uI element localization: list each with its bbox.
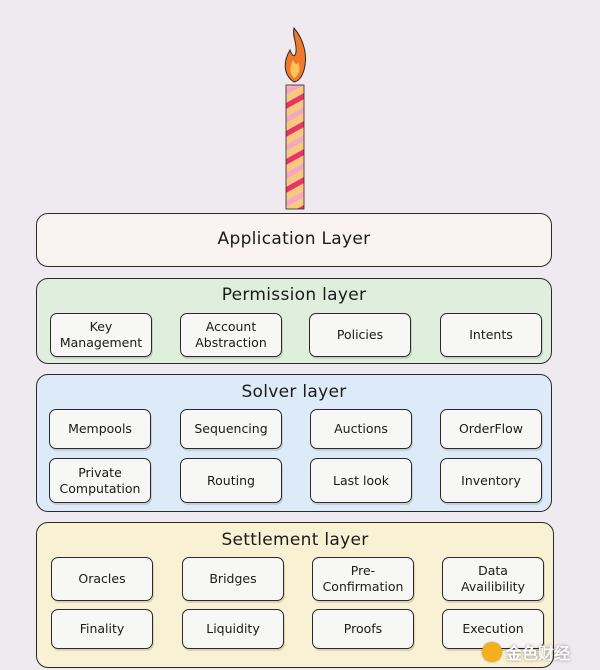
candle-stripe [286, 93, 304, 109]
candle-body [285, 84, 305, 210]
permission-layer: Permission layer Key Management Account … [36, 278, 552, 364]
candle-stripe [286, 163, 304, 179]
chip-account-abstraction: Account Abstraction [180, 313, 282, 357]
solver-layer-title: Solver layer [241, 382, 347, 402]
chip-pre-confirmation: Pre- Confirmation [312, 557, 414, 601]
chip-orderflow: OrderFlow [440, 409, 542, 449]
chip-mempools: Mempools [49, 409, 151, 449]
chip-intents: Intents [440, 313, 542, 357]
chip-key-management: Key Management [50, 313, 152, 357]
chip-oracles: Oracles [51, 557, 153, 601]
chip-proofs: Proofs [312, 609, 414, 649]
candle-stripe [286, 135, 304, 151]
candle-stripe [286, 191, 304, 207]
chip-private-computation: Private Computation [49, 458, 151, 503]
chip-last-look: Last look [310, 458, 412, 503]
candle-stripe [286, 149, 304, 165]
solver-layer: Solver layer Mempools Sequencing Auction… [36, 374, 552, 512]
chip-finality: Finality [51, 609, 153, 649]
settlement-layer: Settlement layer Oracles Bridges Pre- Co… [36, 522, 554, 668]
candle-stripe [286, 107, 304, 123]
chip-data-availibility: Data Availibility [442, 557, 544, 601]
chip-routing: Routing [180, 458, 282, 503]
watermark-text: 金色财经 [506, 644, 571, 663]
application-layer: Application Layer [36, 213, 552, 267]
settlement-layer-title: Settlement layer [221, 530, 369, 550]
candle-stripe [286, 85, 304, 95]
chip-auctions: Auctions [310, 409, 412, 449]
chip-sequencing: Sequencing [180, 409, 282, 449]
candle-stripe [286, 121, 304, 137]
application-layer-title: Application Layer [217, 229, 371, 249]
chip-liquidity: Liquidity [182, 609, 284, 649]
permission-layer-title: Permission layer [221, 285, 367, 305]
chip-inventory: Inventory [440, 458, 542, 503]
flame-icon [284, 26, 307, 83]
candle-stripe [286, 177, 304, 193]
flame-core [290, 60, 300, 78]
chip-bridges: Bridges [182, 557, 284, 601]
watermark: 金色财经 [482, 639, 592, 665]
chip-policies: Policies [309, 313, 411, 357]
birthday-candle-icon [284, 26, 307, 210]
jinse-logo-icon [482, 642, 502, 662]
